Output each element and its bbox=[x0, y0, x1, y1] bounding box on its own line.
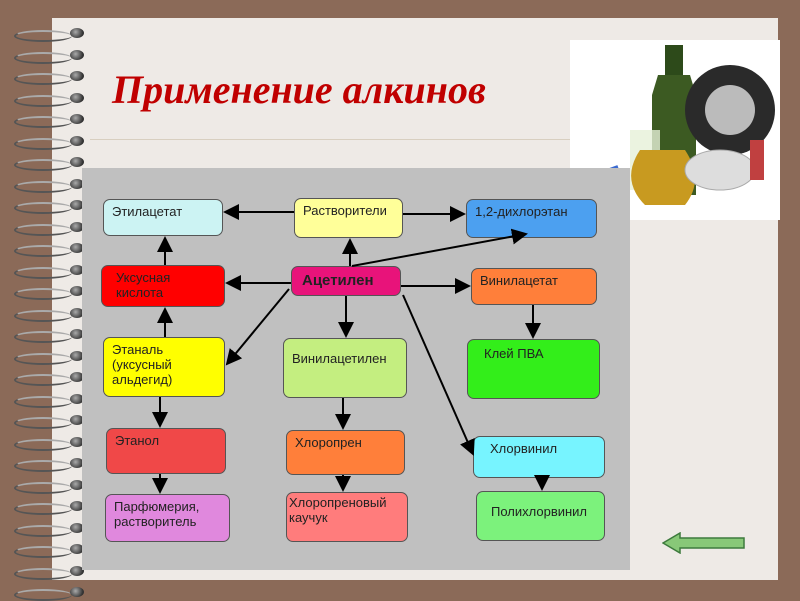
binding-ring bbox=[14, 135, 86, 150]
binding-ring bbox=[14, 501, 86, 515]
node-ethyl-acetate: Этилацетат bbox=[103, 199, 223, 236]
binding-ring bbox=[14, 350, 86, 365]
binding-ring bbox=[14, 49, 86, 64]
binding-ring bbox=[14, 393, 86, 408]
binding-ring bbox=[14, 28, 86, 42]
binding-ring bbox=[14, 264, 86, 279]
node-perfumery: Парфюмерия, растворитель bbox=[105, 494, 230, 542]
title-divider bbox=[90, 139, 780, 140]
node-ethanol: Этанол bbox=[106, 428, 226, 474]
binding-ring bbox=[14, 415, 86, 429]
node-chloroprene: Хлоропрен bbox=[286, 430, 405, 475]
binding-ring bbox=[14, 522, 86, 537]
binding-ring bbox=[14, 114, 86, 128]
binding-ring bbox=[14, 286, 86, 300]
slide-title: Применение алкинов bbox=[112, 67, 486, 112]
binding-ring bbox=[14, 221, 86, 236]
binding-ring bbox=[14, 92, 86, 107]
binding-ring bbox=[14, 565, 86, 580]
node-acetylene: Ацетилен bbox=[291, 266, 401, 296]
binding-ring bbox=[14, 157, 86, 171]
node-dichloroethane: 1,2-дихлорэтан bbox=[466, 199, 597, 238]
left-arrow-icon bbox=[661, 531, 745, 555]
node-ethanal: Этаналь (уксусный альдегид) bbox=[103, 337, 225, 397]
node-vinyl-chloride: Хлорвинил bbox=[473, 436, 605, 478]
binding-ring bbox=[14, 200, 86, 214]
node-polyvinyl-chloride: Полихлорвинил bbox=[476, 491, 605, 541]
binding-ring bbox=[14, 458, 86, 472]
binding-ring bbox=[14, 587, 86, 601]
binding-ring bbox=[14, 243, 86, 257]
node-solvents: Растворители bbox=[294, 198, 403, 238]
node-vinylacetylene: Винилацетилен bbox=[283, 338, 407, 398]
node-pva-glue: Клей ПВА bbox=[467, 339, 600, 399]
node-acetic-acid: Уксусная кислота bbox=[101, 265, 225, 307]
binding-ring bbox=[14, 329, 86, 343]
node-vinyl-acetate: Винилацетат bbox=[471, 268, 597, 305]
binding-ring bbox=[14, 479, 86, 494]
binding-ring bbox=[14, 544, 86, 558]
binding-ring bbox=[14, 436, 86, 451]
binding-ring bbox=[14, 71, 86, 85]
binding-ring bbox=[14, 307, 86, 322]
binding-ring bbox=[14, 178, 86, 193]
node-chloroprene-rubber: Хлоропреновый каучук bbox=[286, 492, 408, 542]
binding-ring bbox=[14, 372, 86, 386]
back-button[interactable] bbox=[661, 531, 746, 555]
